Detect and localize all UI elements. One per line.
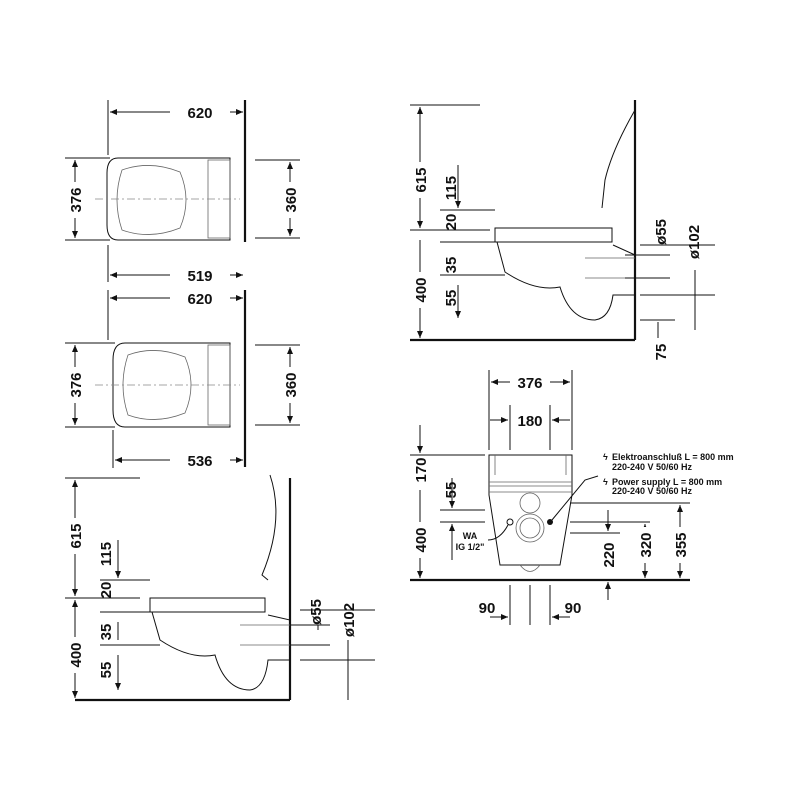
- dimension-55: 55: [443, 290, 460, 307]
- dimension-620: 620: [187, 105, 212, 122]
- dimension-400: 400: [68, 642, 85, 667]
- dimension-dia102: ø102: [341, 603, 358, 637]
- dimension-615: 615: [68, 523, 85, 548]
- dimension-360: 360: [283, 372, 300, 397]
- dimension-376: 376: [68, 187, 85, 212]
- front-view: 376 180 170 400 55 WA IG 1/2" ϟ Elektroa…: [410, 370, 734, 625]
- dimension-35: 35: [443, 257, 460, 274]
- side-view-1: 615 400 115 20 35 55 ø55 ø102: [65, 474, 375, 702]
- dimension-220: 220: [601, 542, 618, 567]
- dimension-360: 360: [283, 187, 300, 212]
- plan-view-2: 620 376 360 536: [65, 290, 300, 470]
- power-en-voltage: 220-240 V 50/60 Hz: [612, 486, 693, 496]
- dimension-90-left: 90: [479, 600, 496, 617]
- dimension-620: 620: [187, 291, 212, 308]
- power-connection-icon: [547, 519, 553, 525]
- dimension-dia55: ø55: [653, 219, 670, 245]
- dimension-55: 55: [443, 482, 460, 499]
- dimension-400: 400: [413, 277, 430, 302]
- dimension-536: 536: [187, 453, 212, 470]
- dimension-355: 355: [673, 532, 690, 557]
- dimension-170: 170: [413, 457, 430, 482]
- dimension-75: 75: [653, 344, 670, 361]
- dimension-615: 615: [413, 167, 430, 192]
- dimension-20: 20: [98, 582, 115, 599]
- water-thread-label: IG 1/2": [456, 542, 485, 552]
- water-connection-icon: [506, 518, 514, 526]
- dimension-320: 320: [638, 532, 655, 557]
- dimension-dia102: ø102: [686, 225, 703, 259]
- toilet-outline: [106, 157, 231, 241]
- lightning-icon: ϟ: [603, 477, 608, 487]
- dimension-35: 35: [98, 624, 115, 641]
- power-en-label: Power supply L = 800 mm: [612, 477, 722, 487]
- dimension-90-right: 90: [565, 600, 582, 617]
- dimension-115: 115: [98, 542, 115, 566]
- dimension-180: 180: [517, 413, 542, 430]
- power-de-label: Elektroanschluß L = 800 mm: [612, 452, 734, 462]
- toilet-front-outline: [488, 454, 573, 566]
- water-label: WA: [463, 531, 478, 541]
- dimension-376: 376: [68, 372, 85, 397]
- dimension-115: 115: [443, 176, 460, 200]
- dimension-376: 376: [517, 375, 542, 392]
- dimension-400: 400: [413, 527, 430, 552]
- dimension-519: 519: [187, 268, 212, 285]
- power-de-voltage: 220-240 V 50/60 Hz: [612, 462, 693, 472]
- dimension-55: 55: [98, 662, 115, 679]
- plan-view-1: 620 376 360 519: [65, 100, 300, 285]
- lightning-icon: ϟ: [603, 452, 608, 462]
- dimension-dia55: ø55: [308, 599, 325, 625]
- toilet-outline: [112, 342, 231, 428]
- dimension-20: 20: [443, 214, 460, 231]
- side-view-2: 615 400 115 20 35 55 ø55 ø102 75: [410, 100, 715, 360]
